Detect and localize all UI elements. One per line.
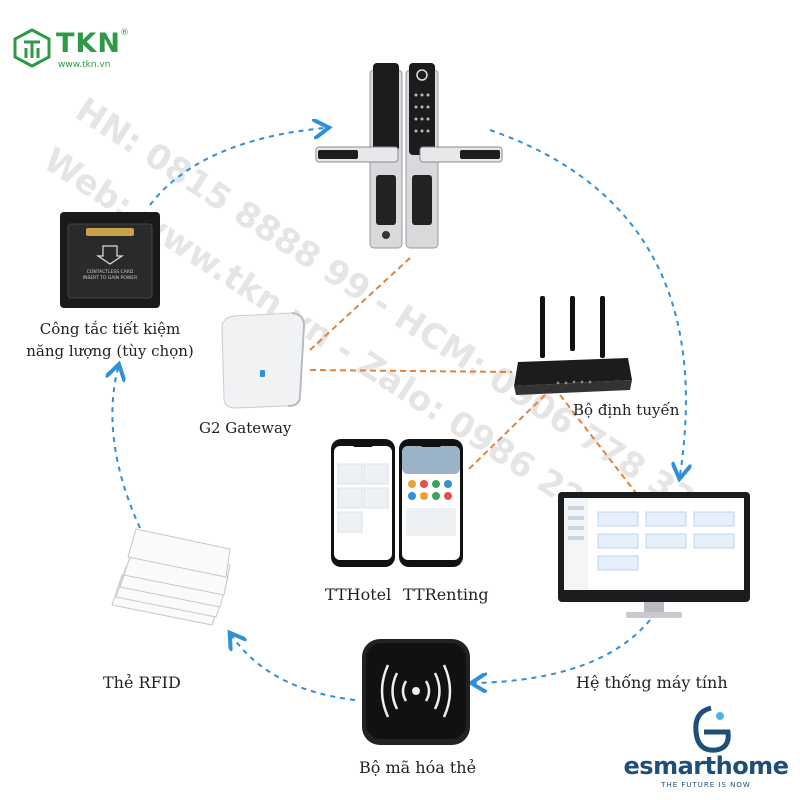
esmarthome-tagline: THE FUTURE IS NOW <box>661 781 751 789</box>
esmarthome-logo-icon <box>693 705 731 753</box>
computer-label: Hệ thống máy tính <box>576 673 728 692</box>
phone-tthotel <box>330 438 396 568</box>
energy-switch-label: Công tắc tiết kiệm năng lượng (tùy chọn) <box>26 320 194 360</box>
ttrenting-label: TTRenting <box>403 585 489 604</box>
link-router-apps <box>467 394 546 471</box>
router <box>510 296 636 396</box>
cycle-arrow-card-to-switch <box>112 368 141 529</box>
link-gateway-router <box>309 369 513 373</box>
cycle-arrow-computer-to-encoder <box>475 619 651 683</box>
tthotel-label: TTHotel <box>325 585 392 604</box>
door-lock-icon <box>315 63 503 249</box>
cycle-arrow-lock-to-computer <box>489 129 686 475</box>
link-router-computer <box>559 394 637 494</box>
phone-ttrenting-icon <box>399 439 463 567</box>
energy-switch-card-text2: INSERT TO GAIN POWER <box>82 276 138 281</box>
phone-ttrenting <box>398 438 464 568</box>
computer-icon <box>558 492 750 618</box>
tkn-website: www.tkn.vn <box>58 60 111 70</box>
gateway-icon <box>221 312 306 409</box>
rfid-card-label: Thẻ RFID <box>103 673 181 692</box>
g2-gateway <box>212 310 312 410</box>
router-label: Bộ định tuyến <box>573 401 680 419</box>
phone-tthotel-icon <box>331 439 395 567</box>
tkn-logo-text: TKN <box>56 28 121 59</box>
link-gateway-lock <box>309 257 411 351</box>
gateway-label: G2 Gateway <box>199 419 292 437</box>
energy-switch-card-text1: CONTACTLESS CARD <box>86 270 134 275</box>
card-encoder-label: Bộ mã hóa thẻ <box>359 758 477 777</box>
rfid-card-icon <box>111 528 231 626</box>
esmarthome-name: esmarthome <box>623 752 789 780</box>
cycle-arrow-switch-to-lock <box>149 128 325 206</box>
card-encoder-icon <box>362 639 470 745</box>
router-icon <box>514 296 632 395</box>
rfid-cards <box>102 525 232 635</box>
energy-saving-switch: CONTACTLESS CARD INSERT TO GAIN POWER <box>58 210 162 310</box>
energy-switch-icon <box>60 212 160 308</box>
tkn-logo: TKN ® www.tkn.vn <box>12 26 132 76</box>
smart-door-lock <box>310 55 510 255</box>
esmarthome-logo: esmarthome THE FUTURE IS NOW <box>620 702 792 792</box>
tkn-logo-icon <box>13 28 51 68</box>
cycle-arrow-encoder-to-card <box>232 636 356 701</box>
tkn-logo-registered: ® <box>120 28 129 38</box>
computer-system <box>556 490 752 620</box>
card-encoder <box>360 637 472 747</box>
